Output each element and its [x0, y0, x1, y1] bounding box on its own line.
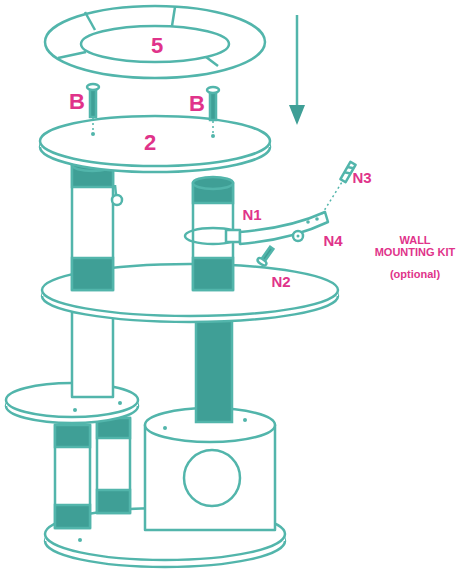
lower-left-platform: [73, 408, 77, 412]
wall-bracket: [256, 245, 275, 267]
wall-bracket: [185, 228, 241, 244]
upper-post: [72, 258, 113, 290]
cat-house: [145, 408, 275, 530]
top-platform: [40, 116, 270, 166]
sisal-post: [72, 312, 113, 397]
wall-bracket: [185, 162, 356, 267]
part-code: N1: [242, 207, 261, 224]
dangling-toy: [112, 195, 122, 205]
wall-bracket: [256, 257, 267, 267]
part-letter: B: [69, 90, 85, 114]
cat-house: [163, 426, 167, 430]
part-number: 2: [144, 131, 156, 155]
wall-bracket: [293, 231, 303, 241]
sisal-post: [72, 312, 232, 422]
upper-post: [72, 165, 113, 290]
top-platform: [211, 134, 215, 138]
lower-post: [55, 425, 90, 528]
direction-arrow: [296, 15, 299, 108]
part-letter: B: [189, 92, 205, 116]
wall-bracket: [226, 230, 240, 242]
wall-bracket: [306, 220, 310, 224]
base-plate: [78, 538, 82, 542]
screw: [87, 84, 219, 134]
lower-post: [55, 505, 90, 528]
part-code: N3: [352, 170, 371, 187]
wall-bracket: [297, 235, 300, 238]
bed-cushion: [85, 12, 95, 30]
wall-bracket: [315, 217, 319, 221]
part-code: N4: [323, 233, 342, 250]
screw: [212, 121, 214, 134]
wall-bracket: [322, 182, 342, 214]
sisal-post: [196, 312, 232, 422]
direction-arrow: [289, 15, 305, 125]
bed-cushion: [45, 6, 265, 78]
screw: [90, 87, 96, 117]
part-number: 5: [151, 34, 163, 58]
screw: [87, 84, 99, 90]
screw: [207, 87, 219, 93]
dangling-toy: [115, 185, 116, 195]
screw: [92, 118, 94, 132]
bed-cushion: [58, 52, 86, 58]
top-platform: [40, 116, 270, 172]
upper-post: [193, 177, 233, 189]
part-code: N2: [271, 274, 290, 291]
cat-house: [243, 418, 247, 422]
lower-left-platform: [118, 401, 122, 405]
dangling-toy: [112, 185, 122, 205]
wall-bracket: [344, 171, 350, 176]
bed-cushion: [45, 6, 265, 78]
lower-post: [55, 418, 130, 528]
bed-cushion: [206, 57, 218, 66]
lower-post: [97, 490, 130, 513]
cat-house: [184, 450, 240, 506]
kit-note: WALL MOUNTING KIT: [371, 234, 459, 258]
upper-post: [72, 159, 233, 290]
top-platform: [91, 132, 95, 136]
bed-cushion: [172, 7, 175, 26]
screw: [210, 90, 216, 120]
direction-arrow: [289, 105, 305, 125]
lower-post: [97, 418, 130, 513]
lower-post: [55, 425, 90, 447]
upper-post: [193, 258, 233, 290]
kit-note: (optional): [390, 268, 440, 280]
